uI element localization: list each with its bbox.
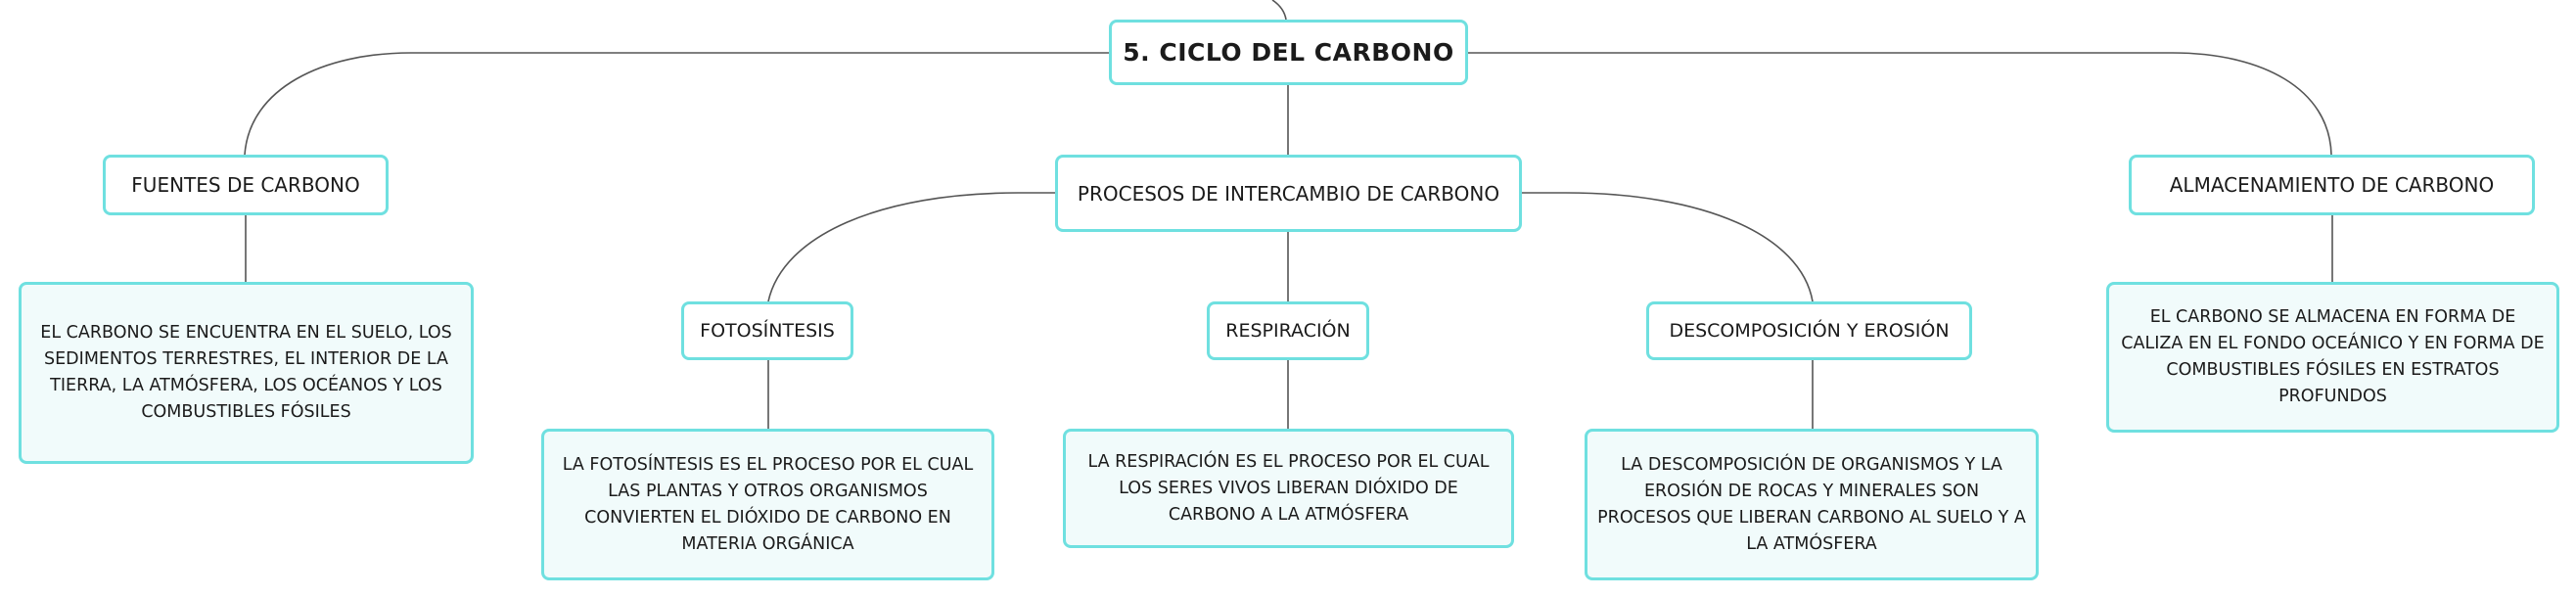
sources-node[interactable]: FUENTES DE CARBONO (103, 155, 389, 215)
storage-description: EL CARBONO SE ALMACENA EN FORMA DE CALIZ… (2121, 307, 2545, 406)
respiration-description-box[interactable]: LA RESPIRACIÓN ES EL PROCESO POR EL CUAL… (1063, 429, 1514, 548)
storage-description-box[interactable]: EL CARBONO SE ALMACENA EN FORMA DE CALIZ… (2106, 282, 2559, 433)
sources-label: FUENTES DE CARBONO (131, 173, 360, 197)
photosynthesis-description: LA FOTOSÍNTESIS ES EL PROCESO POR EL CUA… (562, 454, 974, 554)
decomposition-description: LA DESCOMPOSICIÓN DE ORGANISMOS Y LA ERO… (1597, 454, 2026, 554)
storage-label: ALMACENAMIENTO DE CARBONO (2169, 173, 2495, 197)
connector-root-storage (1468, 52, 2332, 156)
storage-node[interactable]: ALMACENAMIENTO DE CARBONO (2129, 155, 2535, 215)
connector-root-sources (244, 52, 1109, 156)
root-node[interactable]: 5. CICLO DEL CARBONO (1109, 20, 1468, 85)
decomposition-label: DESCOMPOSICIÓN Y EROSIÓN (1669, 320, 1950, 342)
decomposition-description-box[interactable]: LA DESCOMPOSICIÓN DE ORGANISMOS Y LA ERO… (1585, 429, 2039, 580)
connector-exchange-photosynthesis (767, 192, 1055, 302)
photosynthesis-description-box[interactable]: LA FOTOSÍNTESIS ES EL PROCESO POR EL CUA… (541, 429, 994, 580)
sources-description-box[interactable]: EL CARBONO SE ENCUENTRA EN EL SUELO, LOS… (19, 282, 474, 464)
root-label: 5. CICLO DEL CARBONO (1123, 38, 1454, 67)
respiration-description: LA RESPIRACIÓN ES EL PROCESO POR EL CUAL… (1087, 451, 1490, 525)
exchange-label: PROCESOS DE INTERCAMBIO DE CARBONO (1077, 181, 1500, 206)
exchange-node[interactable]: PROCESOS DE INTERCAMBIO DE CARBONO (1055, 155, 1522, 232)
respiration-node[interactable]: RESPIRACIÓN (1207, 301, 1369, 360)
photosynthesis-label: FOTOSÍNTESIS (700, 320, 835, 342)
connector-parent (1271, 0, 1287, 21)
connector-exchange-decomposition (1522, 192, 1814, 302)
decomposition-node[interactable]: DESCOMPOSICIÓN Y EROSIÓN (1646, 301, 1972, 360)
respiration-label: RESPIRACIÓN (1225, 320, 1351, 342)
photosynthesis-node[interactable]: FOTOSÍNTESIS (681, 301, 853, 360)
sources-description: EL CARBONO SE ENCUENTRA EN EL SUELO, LOS… (40, 323, 452, 422)
